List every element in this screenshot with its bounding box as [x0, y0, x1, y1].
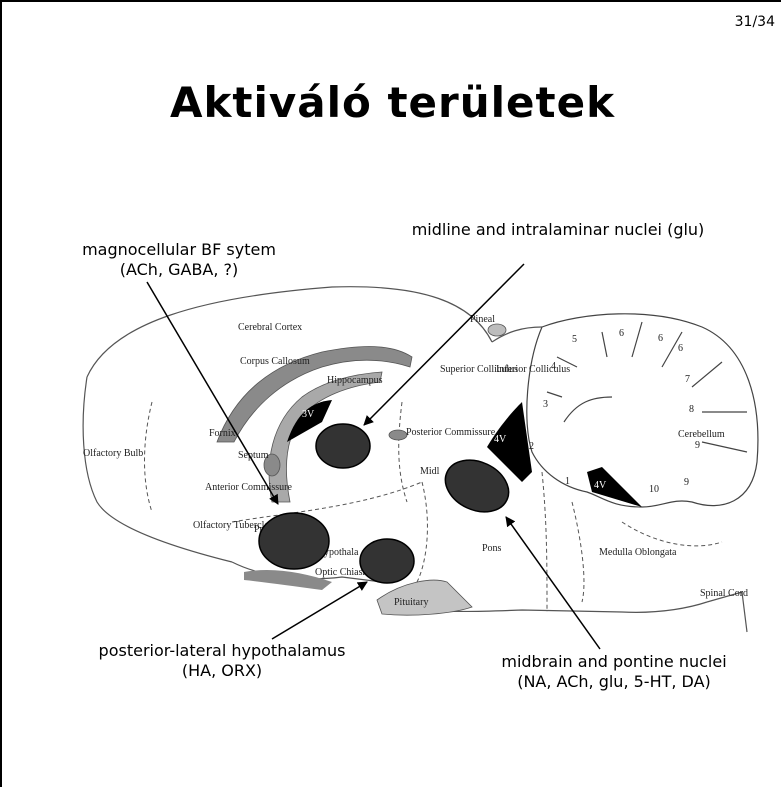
arrow-midbrain: [506, 517, 600, 649]
pineal: [488, 324, 506, 336]
nucleus-posterior-lateral-hypothalamus: [360, 539, 414, 583]
label-3v: 3V: [302, 409, 315, 420]
label-pineal: Pineal: [470, 314, 495, 325]
lobule-10: 10: [649, 484, 659, 495]
cerebellum: [527, 314, 758, 507]
arrow-hypothalamus: [272, 582, 367, 639]
label-hippocampus: Hippocampus: [327, 375, 383, 386]
label-posterior-commissure: Posterior Commissure: [406, 427, 496, 438]
lobule-1: 1: [565, 476, 570, 487]
label-inferior-colliculus: Inferior Colliculus: [496, 364, 570, 375]
label-septum: Septum: [238, 450, 269, 461]
label-medulla: Medulla Oblongata: [599, 547, 677, 558]
callout-midbrain: midbrain and pontine nuclei (NA, ACh, gl…: [464, 652, 764, 692]
nucleus-magnocellular-bf: [259, 513, 329, 569]
callout-midline-line1: midline and intralaminar nuclei (glu): [378, 220, 738, 240]
lobule-9b: 9: [684, 477, 689, 488]
activating-nuclei: [259, 424, 517, 583]
callout-midbrain-line2: (NA, ACh, glu, 5-HT, DA): [464, 672, 764, 692]
label-olfactory-bulb: Olfactory Bulb: [83, 448, 143, 459]
callout-arrows: [147, 264, 600, 649]
lobule-8: 8: [689, 404, 694, 415]
lobule-3: 3: [543, 399, 548, 410]
callout-hypothalamus-line2: (HA, ORX): [62, 661, 382, 681]
callout-magnocellular-line2: (ACh, GABA, ?): [44, 260, 314, 280]
label-anterior-commissure: Anterior Commissure: [205, 482, 292, 493]
label-corpus-callosum: Corpus Callosum: [240, 356, 310, 367]
posterior-commissure: [389, 430, 407, 440]
nucleus-midline-intralaminar: [316, 424, 370, 468]
label-spinal-cord: Spinal Cord: [700, 588, 748, 599]
label-cerebral-cortex: Cerebral Cortex: [238, 322, 302, 333]
label-pituitary: Pituitary: [394, 597, 428, 608]
label-fornix: Fornix: [209, 428, 236, 439]
lobule-5: 5: [572, 334, 577, 345]
lobule-6a: 6: [619, 328, 624, 339]
label-midbrain: Midl: [420, 466, 440, 477]
callout-hypothalamus-line1: posterior-lateral hypothalamus: [62, 641, 382, 661]
callout-hypothalamus: posterior-lateral hypothalamus (HA, ORX): [62, 641, 382, 681]
lobule-6c: 6: [678, 343, 683, 354]
lobule-6b: 6: [658, 333, 663, 344]
label-4v-a: 4V: [494, 434, 507, 445]
label-hypothalamus: ypothala: [324, 547, 359, 558]
lobule-9a: 9: [695, 440, 700, 451]
label-pons: Pons: [482, 543, 502, 554]
callout-magnocellular-line1: magnocellular BF sytem: [44, 240, 314, 260]
callout-midbrain-line1: midbrain and pontine nuclei: [464, 652, 764, 672]
lobule-4: 4: [551, 361, 556, 372]
callout-midline: midline and intralaminar nuclei (glu): [378, 220, 738, 240]
lobule-7: 7: [685, 374, 690, 385]
lobule-2: 2: [529, 441, 534, 452]
callout-magnocellular: magnocellular BF sytem (ACh, GABA, ?): [44, 240, 314, 280]
label-cerebellum: Cerebellum: [678, 429, 725, 440]
label-4v-b: 4V: [594, 480, 607, 491]
